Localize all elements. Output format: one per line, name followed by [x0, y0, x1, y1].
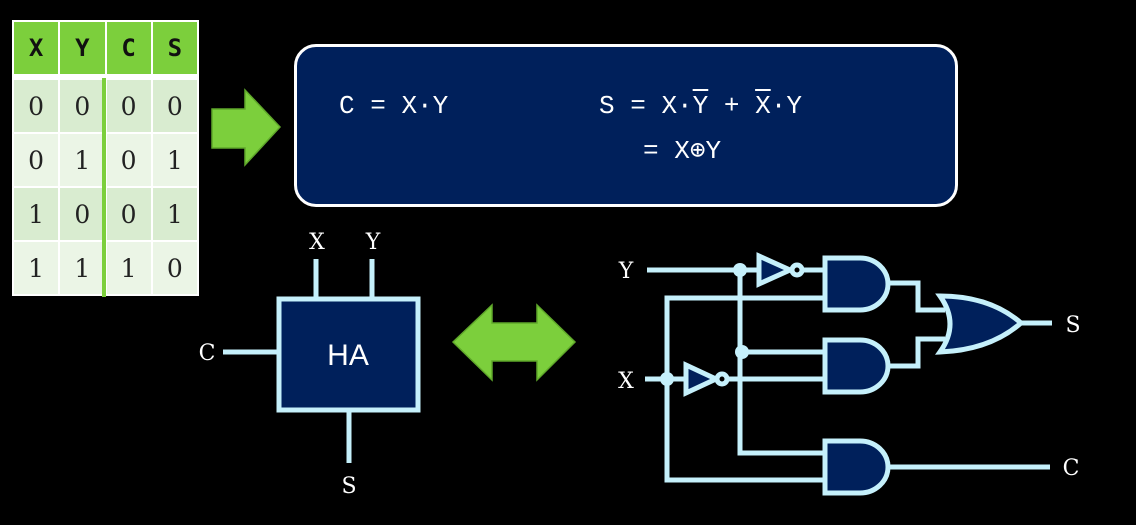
and-gate-1-icon [822, 255, 891, 313]
circuit-output-s-label: S [1065, 313, 1080, 338]
junction-dot [660, 372, 674, 386]
ha-carry-label: C [199, 341, 216, 366]
sum-term2-y: Y [786, 91, 802, 121]
carry-equation: C = X·Y [339, 91, 448, 121]
xor-equation: = X⊕Y [643, 135, 721, 166]
wire-y-vertical [737, 270, 825, 456]
truth-table: X Y C S 0 0 0 0 0 1 0 1 1 0 0 1 1 1 1 0 [11, 20, 200, 296]
cell: 0 [104, 186, 153, 242]
double-arrow-icon [451, 303, 577, 382]
cell: 1 [150, 132, 200, 188]
cell: 1 [11, 186, 61, 242]
circuit-input-x-label: X [618, 369, 634, 394]
input-output-divider [102, 78, 106, 297]
sum-equation: S = X·Y + X·Y [599, 91, 802, 121]
xor-expression: X⊕Y [674, 136, 722, 166]
ha-input-x-label: X [309, 230, 325, 255]
wire-x-to-and1 [664, 295, 825, 379]
circuit-output-c-label: C [1063, 456, 1080, 481]
equals-sign: = [630, 91, 646, 121]
cell: 0 [104, 132, 153, 188]
cell: 1 [58, 240, 107, 296]
cell: 1 [58, 132, 107, 188]
or-gate-icon [934, 293, 1025, 355]
table-row: 1 1 1 0 [11, 240, 200, 296]
table-row: 1 0 0 1 [11, 186, 200, 242]
cell: 0 [58, 186, 107, 242]
plus-sign: + [723, 91, 740, 121]
truth-table-header: X Y C S [11, 20, 200, 78]
junctions [660, 263, 749, 386]
junction-dot [735, 345, 749, 359]
cell: 0 [150, 76, 200, 134]
not-bubble-x [714, 371, 730, 387]
header-c: C [104, 20, 153, 78]
not-gate-x-icon [683, 361, 722, 397]
wire-and1-to-or [889, 280, 945, 313]
cell: 1 [104, 240, 153, 296]
equals-sign: = [370, 91, 386, 121]
not-gate-y-icon [756, 252, 797, 288]
header-x: X [11, 20, 61, 78]
cell: 1 [150, 186, 200, 242]
wire-x-to-and3 [664, 379, 825, 483]
carry-lhs: C [339, 91, 355, 121]
circuit-input-y-label: Y [618, 259, 634, 284]
ha-label: HA [327, 339, 369, 372]
half-adder-block [223, 259, 421, 463]
cell: 0 [104, 76, 153, 134]
sum-term1-x: X [661, 91, 678, 121]
and-gate-2-icon [822, 337, 891, 395]
cell: 0 [11, 132, 61, 188]
not-bubble-y [789, 262, 805, 278]
equals-sign: = [643, 136, 659, 166]
header-y: Y [58, 20, 107, 78]
table-row: 0 1 0 1 [11, 132, 200, 188]
and-gate-3-icon [822, 438, 891, 496]
sum-term2-xbar: X [755, 91, 771, 121]
sum-term1-ybar: Y [692, 91, 709, 121]
equation-box: C = X·Y S = X·Y + X·Y = X⊕Y [294, 44, 958, 207]
cell: 0 [150, 240, 200, 296]
gate-circuit [645, 252, 1052, 496]
cell: 0 [58, 76, 107, 134]
cell: 1 [11, 240, 61, 296]
ha-input-y-label: Y [365, 230, 381, 255]
sum-lhs: S [599, 91, 615, 121]
ha-sum-label: S [341, 474, 356, 499]
table-row: 0 0 0 0 [11, 76, 200, 134]
cell: 0 [11, 76, 61, 134]
ha-box [276, 296, 421, 413]
carry-rhs: X·Y [401, 91, 449, 121]
wire-and2-to-or [889, 336, 945, 369]
junction-dot [733, 263, 747, 277]
right-arrow-icon [211, 88, 282, 167]
header-s: S [150, 20, 200, 78]
